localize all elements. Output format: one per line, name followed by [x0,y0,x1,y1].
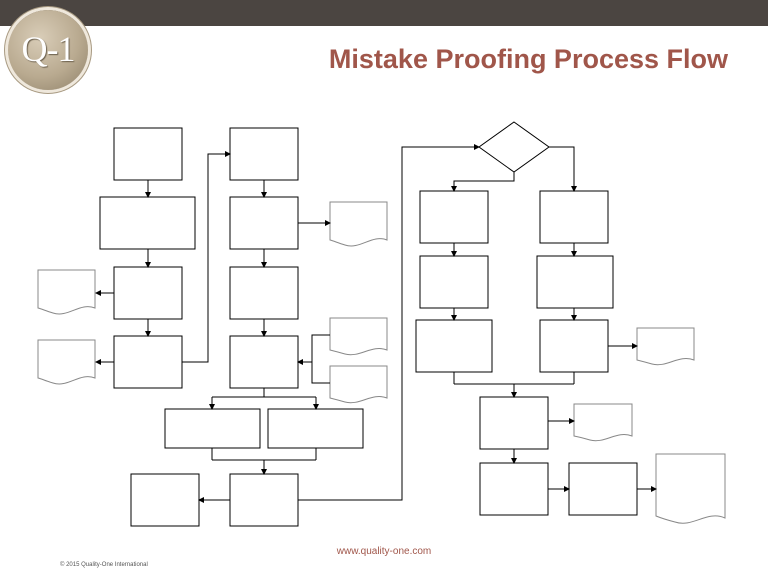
process-box [419,255,489,309]
process-box [99,196,196,250]
process-box [267,408,364,449]
document-shape [329,317,388,356]
process-box [113,335,183,389]
document-shape [37,269,96,315]
document-shape [329,201,388,247]
process-box [229,335,299,389]
process-box [479,462,549,516]
process-box [130,473,200,527]
connector-arrow [451,172,515,192]
process-box [479,396,549,450]
process-box [164,408,261,449]
process-box [539,319,609,373]
logo-text: Q-1 [21,29,76,69]
process-box [536,255,614,309]
process-box [229,266,299,320]
process-box [229,473,299,527]
page-title: Mistake Proofing Process Flow [328,44,728,74]
decision-diamond [478,121,550,173]
connector-arrow [298,144,480,501]
process-box [415,319,493,373]
copyright-text: © 2015 Quality-One International [60,562,148,568]
process-box [113,266,183,320]
process-box [229,127,299,181]
document-shape [636,327,695,366]
footer-url[interactable]: www.quality-one.com [336,546,432,557]
process-box [229,196,299,250]
document-shape [329,365,388,404]
connector-line [311,362,330,384]
process-box [419,190,489,244]
process-box [539,190,609,244]
process-box [113,127,183,181]
header-bar [0,0,768,26]
document-shape [655,453,726,524]
connector-arrow [297,334,330,365]
document-shape [37,339,96,385]
connector-arrow [549,146,577,192]
quality-one-logo: Q-1 [8,10,88,90]
process-box [568,462,638,516]
connector-arrow [182,151,231,363]
document-shape [573,403,633,442]
